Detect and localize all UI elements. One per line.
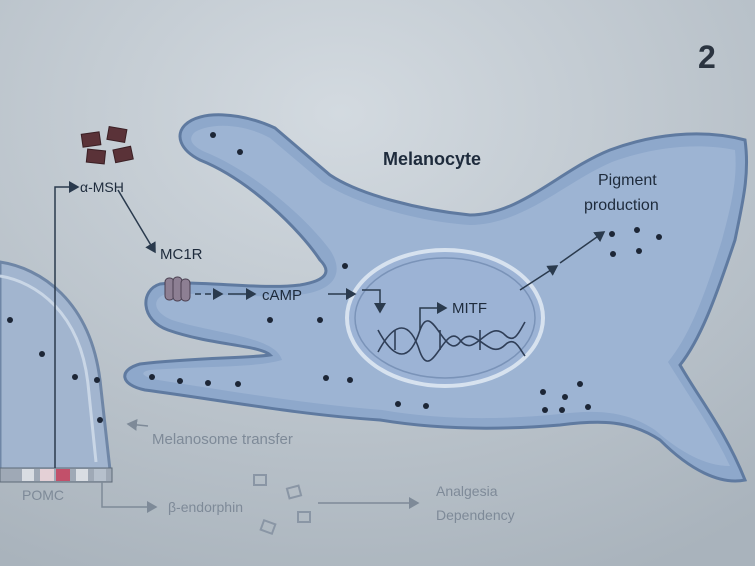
keratinocyte-inner-membrane — [0, 274, 98, 463]
alpha-msh-label: α-MSH — [80, 179, 124, 195]
mitf-label: MITF — [452, 300, 487, 317]
pigment-production-line1: Pigment — [598, 172, 657, 189]
nucleus-inner-ring — [354, 257, 536, 379]
nucleus — [345, 248, 545, 388]
pigment-production-line2: production — [584, 197, 659, 214]
pathway-arrows — [54, 181, 606, 513]
dependency-label: Dependency — [436, 507, 515, 523]
beta-endorphin-molecules — [253, 474, 311, 536]
mc1r-label: MC1R — [160, 246, 203, 263]
dna-helix — [377, 320, 526, 362]
alpha-msh-molecules — [80, 125, 134, 165]
melanosome-transfer-label: Melanosome transfer — [152, 431, 293, 448]
pomc-gene-bar — [0, 467, 113, 483]
mc1r-receptor — [164, 276, 191, 302]
diagram-title: Melanocyte — [383, 149, 481, 169]
beta-endorphin-label: β-endorphin — [168, 499, 243, 515]
camp-label: cAMP — [262, 287, 302, 304]
pomc-label: POMC — [22, 487, 64, 503]
melanosome-dots — [7, 132, 662, 423]
corner-label: 2 — [698, 39, 716, 75]
analgesia-label: Analgesia — [436, 483, 498, 499]
